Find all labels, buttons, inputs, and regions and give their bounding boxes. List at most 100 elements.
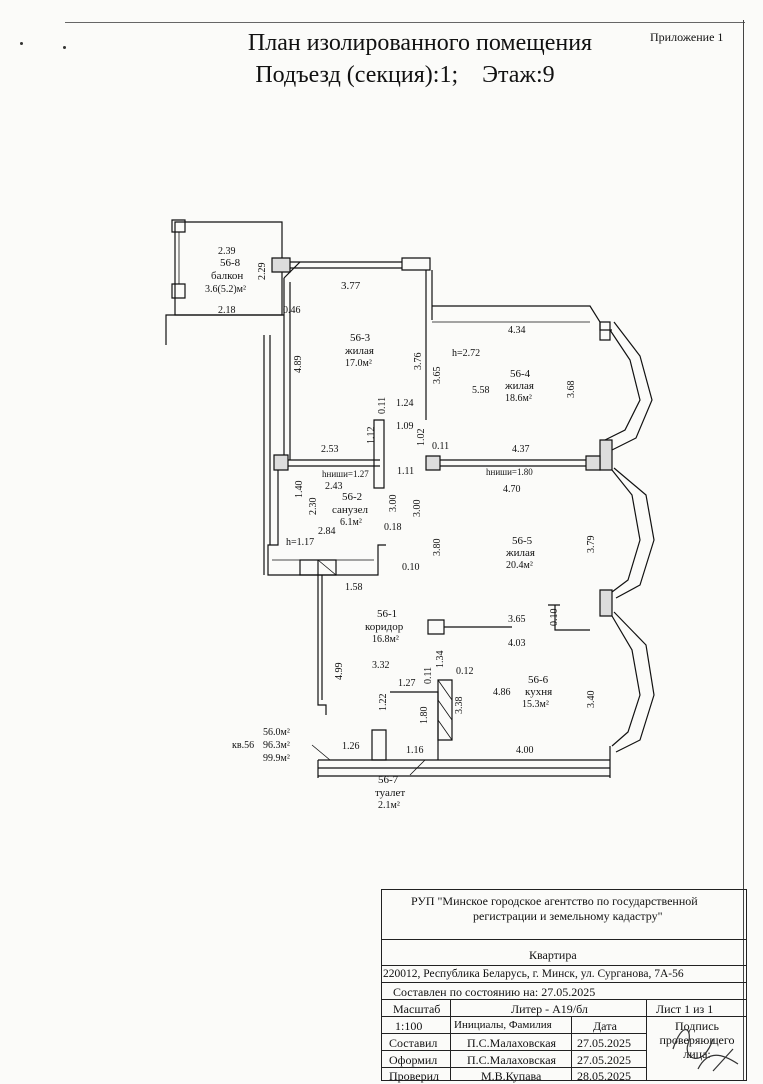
row-name: П.С.Малаховская	[467, 1053, 557, 1067]
room-number-56-5: 56-5	[512, 535, 533, 547]
dim-label: h=1.17	[286, 537, 315, 548]
room-area-56-8: 3.6(5.2)м²	[205, 284, 246, 295]
balcony-floor-line	[165, 314, 284, 345]
room-area-56-6: 15.3м²	[522, 699, 549, 710]
wall-chamfer	[283, 261, 301, 279]
scan-dot	[20, 42, 23, 45]
frame-right-line	[743, 20, 744, 1080]
total-area: 96.3м²	[263, 740, 290, 751]
toilet-leader	[409, 759, 426, 776]
dim-label: 0.11	[377, 396, 388, 414]
room-name-56-3: жилая	[345, 345, 374, 357]
room-name-56-5: жилая	[506, 547, 535, 559]
dim-label: 3.68	[566, 380, 577, 399]
flat-number: кв.56	[232, 740, 255, 751]
gross-area: 99.9м²	[263, 753, 290, 764]
frame-top-line	[65, 22, 745, 23]
dim-label: 1.12	[366, 426, 377, 445]
dim-label: 4.37	[512, 444, 530, 455]
column	[427, 619, 512, 635]
page-title: План изолированного помещения	[247, 30, 593, 56]
row-date: 28.05.2025	[577, 1069, 631, 1083]
org-line-1: РУП "Минское городское агентство по госу…	[411, 894, 698, 908]
dim-label: 4.00	[516, 745, 534, 756]
wall-stub	[373, 419, 385, 489]
dim-label: 0.46	[283, 305, 301, 316]
room-number-56-6: 56-6	[528, 674, 549, 686]
dim-label: 2.43	[325, 481, 343, 492]
row-name: М.В.Купава	[481, 1069, 542, 1083]
scale-value: 1:100	[395, 1019, 423, 1033]
dim-label: 3.79	[586, 535, 597, 554]
room-number-56-4: 56-4	[510, 368, 531, 380]
wall-block	[271, 257, 291, 273]
dim-label: h=2.72	[452, 348, 481, 359]
wall-block	[401, 257, 431, 271]
window-post	[599, 321, 611, 341]
dim-label: 4.86	[493, 687, 511, 698]
room-name-56-1: коридор	[365, 621, 404, 633]
dim-label: 0.11	[432, 441, 450, 452]
row-role: Составил	[389, 1036, 438, 1050]
dim-label: 1.58	[345, 582, 363, 593]
dim-label: 4.89	[293, 355, 304, 374]
org-line-2: регистрации и земельному кадастру"	[473, 909, 663, 923]
row-date: 27.05.2025	[577, 1053, 631, 1067]
row-name: П.С.Малаховская	[467, 1036, 557, 1050]
dim-label: 3.00	[388, 494, 399, 513]
dim-label: 1.16	[406, 745, 424, 756]
dim-label: 2.84	[318, 526, 336, 537]
signature-scribble	[672, 1029, 739, 1072]
dim-label: 3.80	[432, 538, 443, 557]
scan-dot	[63, 46, 66, 49]
dim-label: 0.10	[549, 608, 560, 627]
dim-label: 3.38	[454, 696, 465, 715]
scale-label: Масштаб	[393, 1002, 441, 1016]
room-number-56-2: 56-2	[342, 491, 363, 503]
dim-label: 4.70	[503, 484, 521, 495]
room-56-2-walls	[267, 470, 386, 576]
kitchen-partition	[548, 604, 590, 631]
dim-label: 3.65	[508, 614, 526, 625]
page-subtitle: Подъезд (секция):1; Этаж:9	[255, 62, 555, 88]
dim-label: 2.53	[321, 444, 339, 455]
room-area-56-7: 2.1м²	[378, 800, 400, 811]
dim-label: 1.02	[416, 428, 427, 447]
appendix-label: Приложение 1	[650, 30, 724, 44]
dim-label: 0.12	[456, 666, 474, 677]
sheet-label: Лист 1 из 1	[656, 1002, 714, 1016]
room-area-56-2: 6.1м²	[340, 517, 362, 528]
partition-56-3-56-2	[278, 459, 380, 467]
row-role: Оформил	[389, 1053, 438, 1067]
dim-label: 0.11	[423, 666, 434, 684]
dim-label: 1.40	[294, 480, 305, 499]
object-type: Квартира	[529, 948, 577, 962]
room-name-56-4: жилая	[505, 380, 534, 392]
dim-label: 5.58	[472, 385, 490, 396]
room-name-56-6: кухня	[525, 686, 553, 698]
room-area-56-1: 16.8м²	[372, 634, 399, 645]
bay-window-3	[611, 615, 641, 747]
shaft	[299, 559, 337, 576]
dim-label: 3.40	[586, 690, 597, 709]
dim-label: 3.32	[372, 660, 390, 671]
room-name-56-8: балкон	[211, 270, 244, 282]
toilet-stub	[371, 729, 387, 761]
liter-label: Литер - А19/бл	[511, 1002, 588, 1016]
dim-label: 1.24	[396, 398, 414, 409]
col-date: Дата	[593, 1019, 617, 1033]
dim-label: 2.39	[218, 246, 236, 257]
dim-label: 0.18	[384, 522, 402, 533]
dim-label: 3.00	[412, 499, 423, 518]
dim-label: 1.26	[342, 741, 360, 752]
row-role: Проверил	[389, 1069, 439, 1083]
dim-label: 4.03	[508, 638, 526, 649]
bay-window-2	[611, 469, 641, 593]
room-area-56-5: 20.4м²	[506, 560, 533, 571]
col-names: Инициалы, Фамилия	[454, 1019, 552, 1031]
floor-plan	[165, 219, 655, 778]
room-number-56-3: 56-3	[350, 332, 371, 344]
room-area-56-4: 18.6м²	[505, 393, 532, 404]
dim-label: 3.76	[413, 352, 424, 371]
dim-label: 1.22	[378, 693, 389, 712]
